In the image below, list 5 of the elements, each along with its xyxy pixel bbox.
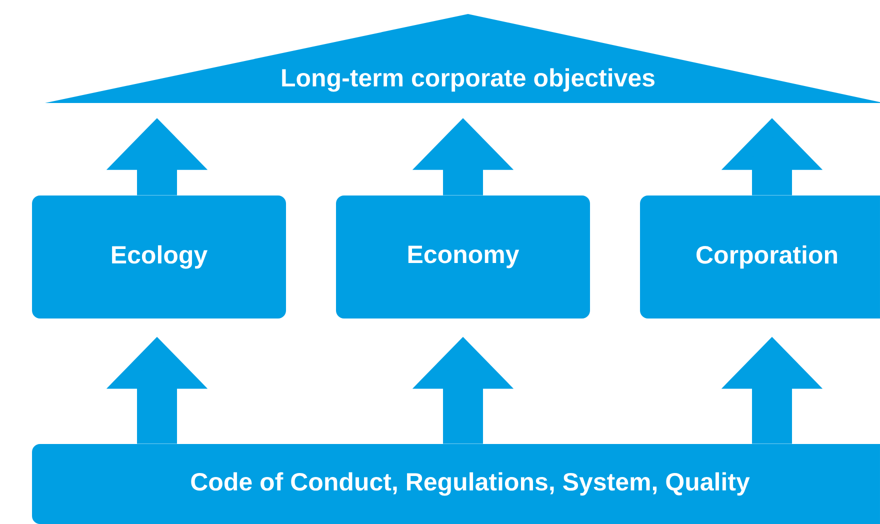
pillar-box: Ecology <box>32 196 286 318</box>
foundation-bar: Code of Conduct, Regulations, System, Quality <box>32 444 880 524</box>
roof-triangle: Long-term corporate objectives <box>45 14 880 103</box>
pillar-box: Corporation <box>640 196 880 318</box>
pillar-box: Economy <box>336 196 590 318</box>
